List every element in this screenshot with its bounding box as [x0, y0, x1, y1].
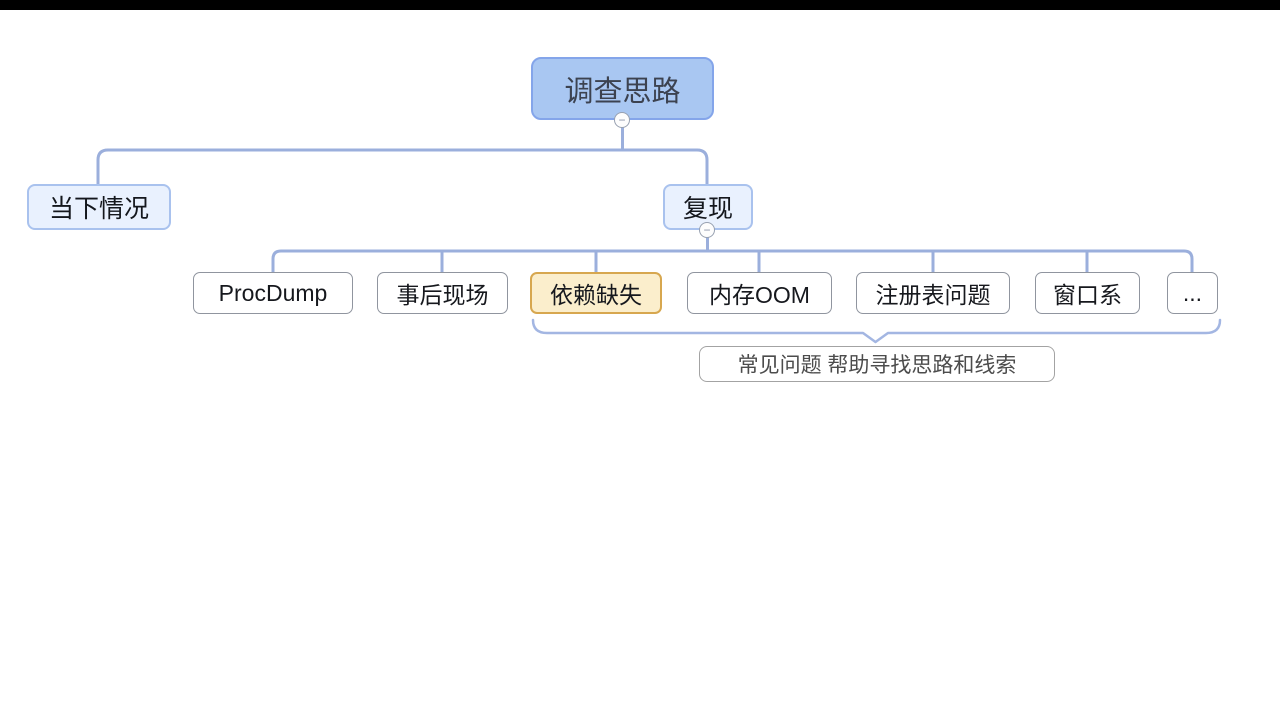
summary-topic-label: 常见问题 帮助寻找思路和线索 [737, 354, 1017, 377]
subtopic-memory-oom[interactable]: 内存OOM [687, 272, 832, 314]
branch-topic-label: 当下情况 [48, 195, 149, 223]
summary-topic[interactable]: 常见问题 帮助寻找思路和线索 [699, 346, 1055, 382]
root-topic-label: 调查思路 [564, 75, 681, 108]
subtopic-label: ProcDump [218, 279, 328, 306]
root-topic[interactable]: 调查思路 [531, 57, 714, 120]
collapse-button-root[interactable]: − [614, 112, 630, 128]
subtopic-label: 窗口系 [1053, 282, 1122, 308]
subtopic-label: 事后现场 [396, 282, 489, 308]
letterbox-top-bar [0, 0, 1280, 10]
branch-topic-reproduce[interactable]: 复现 [663, 184, 753, 230]
branch-topic-current-situation[interactable]: 当下情况 [27, 184, 171, 230]
branch-topic-label: 复现 [682, 195, 733, 223]
connector-level1-bus [96, 148, 709, 187]
subtopic-ellipsis[interactable]: ... [1167, 272, 1218, 314]
summary-brace [531, 318, 1222, 344]
subtopic-registry-issue[interactable]: 注册表问题 [856, 272, 1010, 314]
subtopic-label: 内存OOM [709, 282, 810, 308]
subtopic-missing-dependency[interactable]: 依赖缺失 [530, 272, 662, 314]
subtopic-label: 依赖缺失 [550, 282, 642, 308]
connector-children-bus [271, 249, 1194, 274]
subtopic-window-family[interactable]: 窗口系 [1035, 272, 1140, 314]
subtopic-label: 注册表问题 [875, 282, 991, 308]
collapse-button-reproduce[interactable]: − [699, 222, 715, 238]
subtopic-postmortem-scene[interactable]: 事后现场 [377, 272, 508, 314]
subtopic-procdump[interactable]: ProcDump [193, 272, 353, 314]
subtopic-label: ... [1182, 279, 1203, 306]
